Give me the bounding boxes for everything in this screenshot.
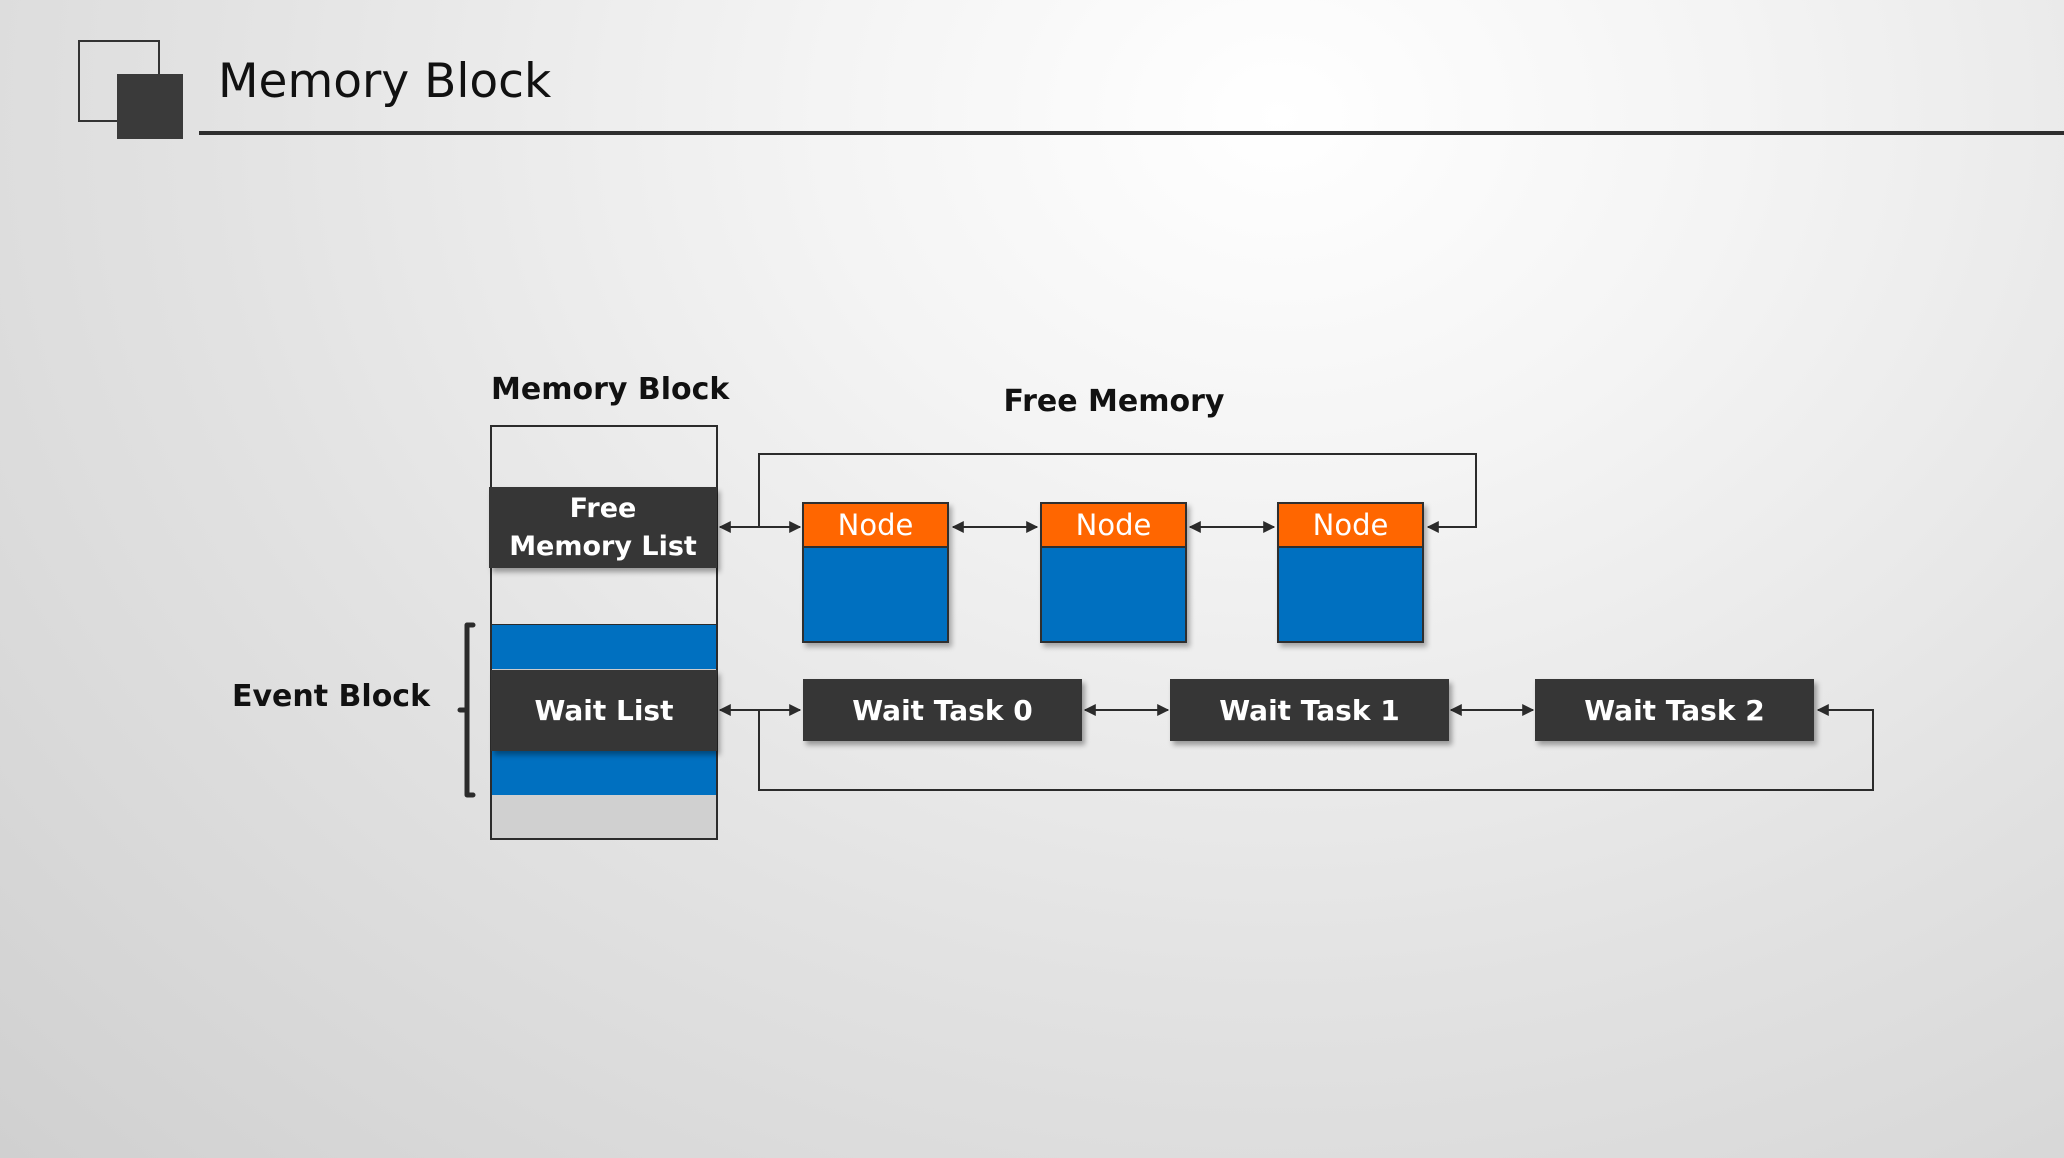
title-divider [199,131,2064,135]
event-band-bottom [492,751,716,795]
wait-list-box: Wait List [491,670,717,751]
node-header: Node [1042,504,1185,548]
node-header: Node [1279,504,1422,548]
free-memory-node: Node [1040,502,1187,643]
wait-list-label: Wait List [534,694,674,727]
memory-block-label: Memory Block [491,372,730,407]
event-block-bracket [457,622,476,798]
wait-task: Wait Task 0 [803,679,1082,741]
event-band-top [492,625,716,669]
wait-task-label: Wait Task 2 [1584,693,1765,727]
wait-task: Wait Task 1 [1170,679,1449,741]
node-header: Node [804,504,947,548]
wait-task-label: Wait Task 0 [852,693,1033,727]
wait-task-label: Wait Task 1 [1219,693,1400,727]
event-block-label: Event Block [232,679,431,714]
free-memory-node: Node [1277,502,1424,643]
free-memory-node: Node [802,502,949,643]
loop-free-memory [758,453,1477,533]
slide-title: Memory Block [218,54,552,109]
free-memory-list-box: Free Memory List [489,487,717,568]
wait-task: Wait Task 2 [1535,679,1814,741]
free-memory-list-label: Free Memory List [509,492,697,562]
loop-wait-list [758,704,1874,791]
free-memory-label: Free Memory [1003,384,1225,419]
